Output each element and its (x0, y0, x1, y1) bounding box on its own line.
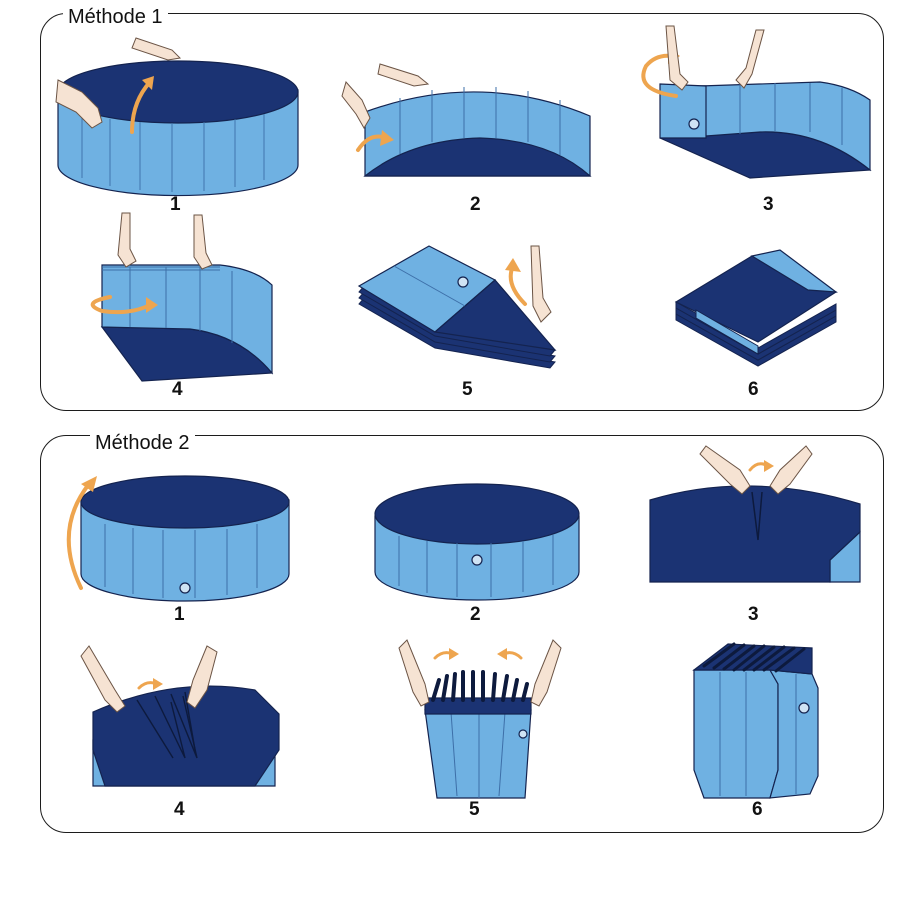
step-number: 5 (462, 379, 473, 400)
block-front (693, 669, 779, 799)
pleat-ridges (702, 642, 806, 673)
pool-bottom (374, 483, 580, 545)
hand-icon (193, 214, 213, 270)
curved-arrow-icon (641, 53, 678, 98)
hand-icon (341, 80, 371, 129)
pool-outer-wall (424, 709, 532, 799)
pleat-ridges (431, 670, 529, 702)
drain-valve-icon (457, 276, 469, 288)
method-1-title: Méthode 1 (63, 5, 168, 29)
pool-bottom (92, 685, 280, 787)
step-number: 5 (469, 799, 480, 820)
m2-step-1-illustration (55, 420, 325, 610)
drain-valve-icon (518, 729, 528, 739)
pinch-fold (751, 491, 763, 541)
hand-icon (377, 63, 430, 87)
hand-icon (665, 25, 689, 91)
step-number: 6 (748, 379, 759, 400)
drain-valve-icon (471, 554, 483, 566)
folded-flap (750, 249, 838, 293)
m1-step-5-illustration (345, 200, 615, 390)
folded-flap (659, 83, 707, 139)
pool-inner-floor (80, 475, 290, 529)
hand-icon (530, 639, 562, 707)
method-1-panel (40, 13, 884, 411)
curved-arrow-icon (66, 482, 91, 590)
hand-icon (186, 645, 218, 709)
m2-step-3-illustration (630, 440, 900, 630)
pleat-folds (136, 691, 198, 759)
hand-icon (735, 29, 765, 89)
step-number: 4 (172, 379, 183, 400)
m1-step-6-illustration (640, 220, 900, 410)
curved-arrow-icon (508, 264, 527, 306)
step-number: 3 (748, 604, 759, 625)
hand-icon (769, 445, 813, 495)
m1-step-2-illustration (340, 20, 610, 210)
m1-step-3-illustration (630, 20, 900, 210)
pool-outer-wall (101, 264, 273, 375)
step-number: 4 (174, 799, 185, 820)
pool-outer-wall (699, 81, 871, 172)
m2-step-4-illustration (75, 640, 345, 830)
hand-icon (80, 645, 126, 713)
hand-icon (131, 37, 182, 61)
method-2-panel (40, 435, 884, 833)
m1-step-1-illustration (40, 20, 310, 210)
m2-step-5-illustration (395, 630, 665, 820)
step-number: 2 (470, 604, 481, 625)
hand-icon (398, 639, 430, 707)
hand-icon (699, 445, 751, 495)
hand-icon (55, 79, 103, 129)
drain-valve-icon (688, 118, 700, 130)
drain-valve-icon (798, 702, 810, 714)
pool-inner-floor (363, 137, 592, 177)
pool-bottom (649, 485, 861, 583)
drain-valve-icon (179, 582, 191, 594)
step-number: 1 (170, 194, 181, 215)
pleat-top (424, 697, 532, 715)
m1-step-4-illustration (80, 205, 350, 395)
step-number: 3 (763, 194, 774, 215)
method-2-title: Méthode 2 (90, 431, 195, 455)
hand-icon (117, 212, 137, 268)
step-number: 1 (174, 604, 185, 625)
m2-step-6-illustration (680, 630, 900, 820)
curved-arrow-icon (130, 80, 152, 134)
curved-arrow-icon (90, 295, 152, 315)
m2-step-2-illustration (345, 420, 615, 610)
hand-icon (530, 245, 552, 323)
step-number: 6 (752, 799, 763, 820)
step-number: 2 (470, 194, 481, 215)
block-side (768, 669, 819, 799)
